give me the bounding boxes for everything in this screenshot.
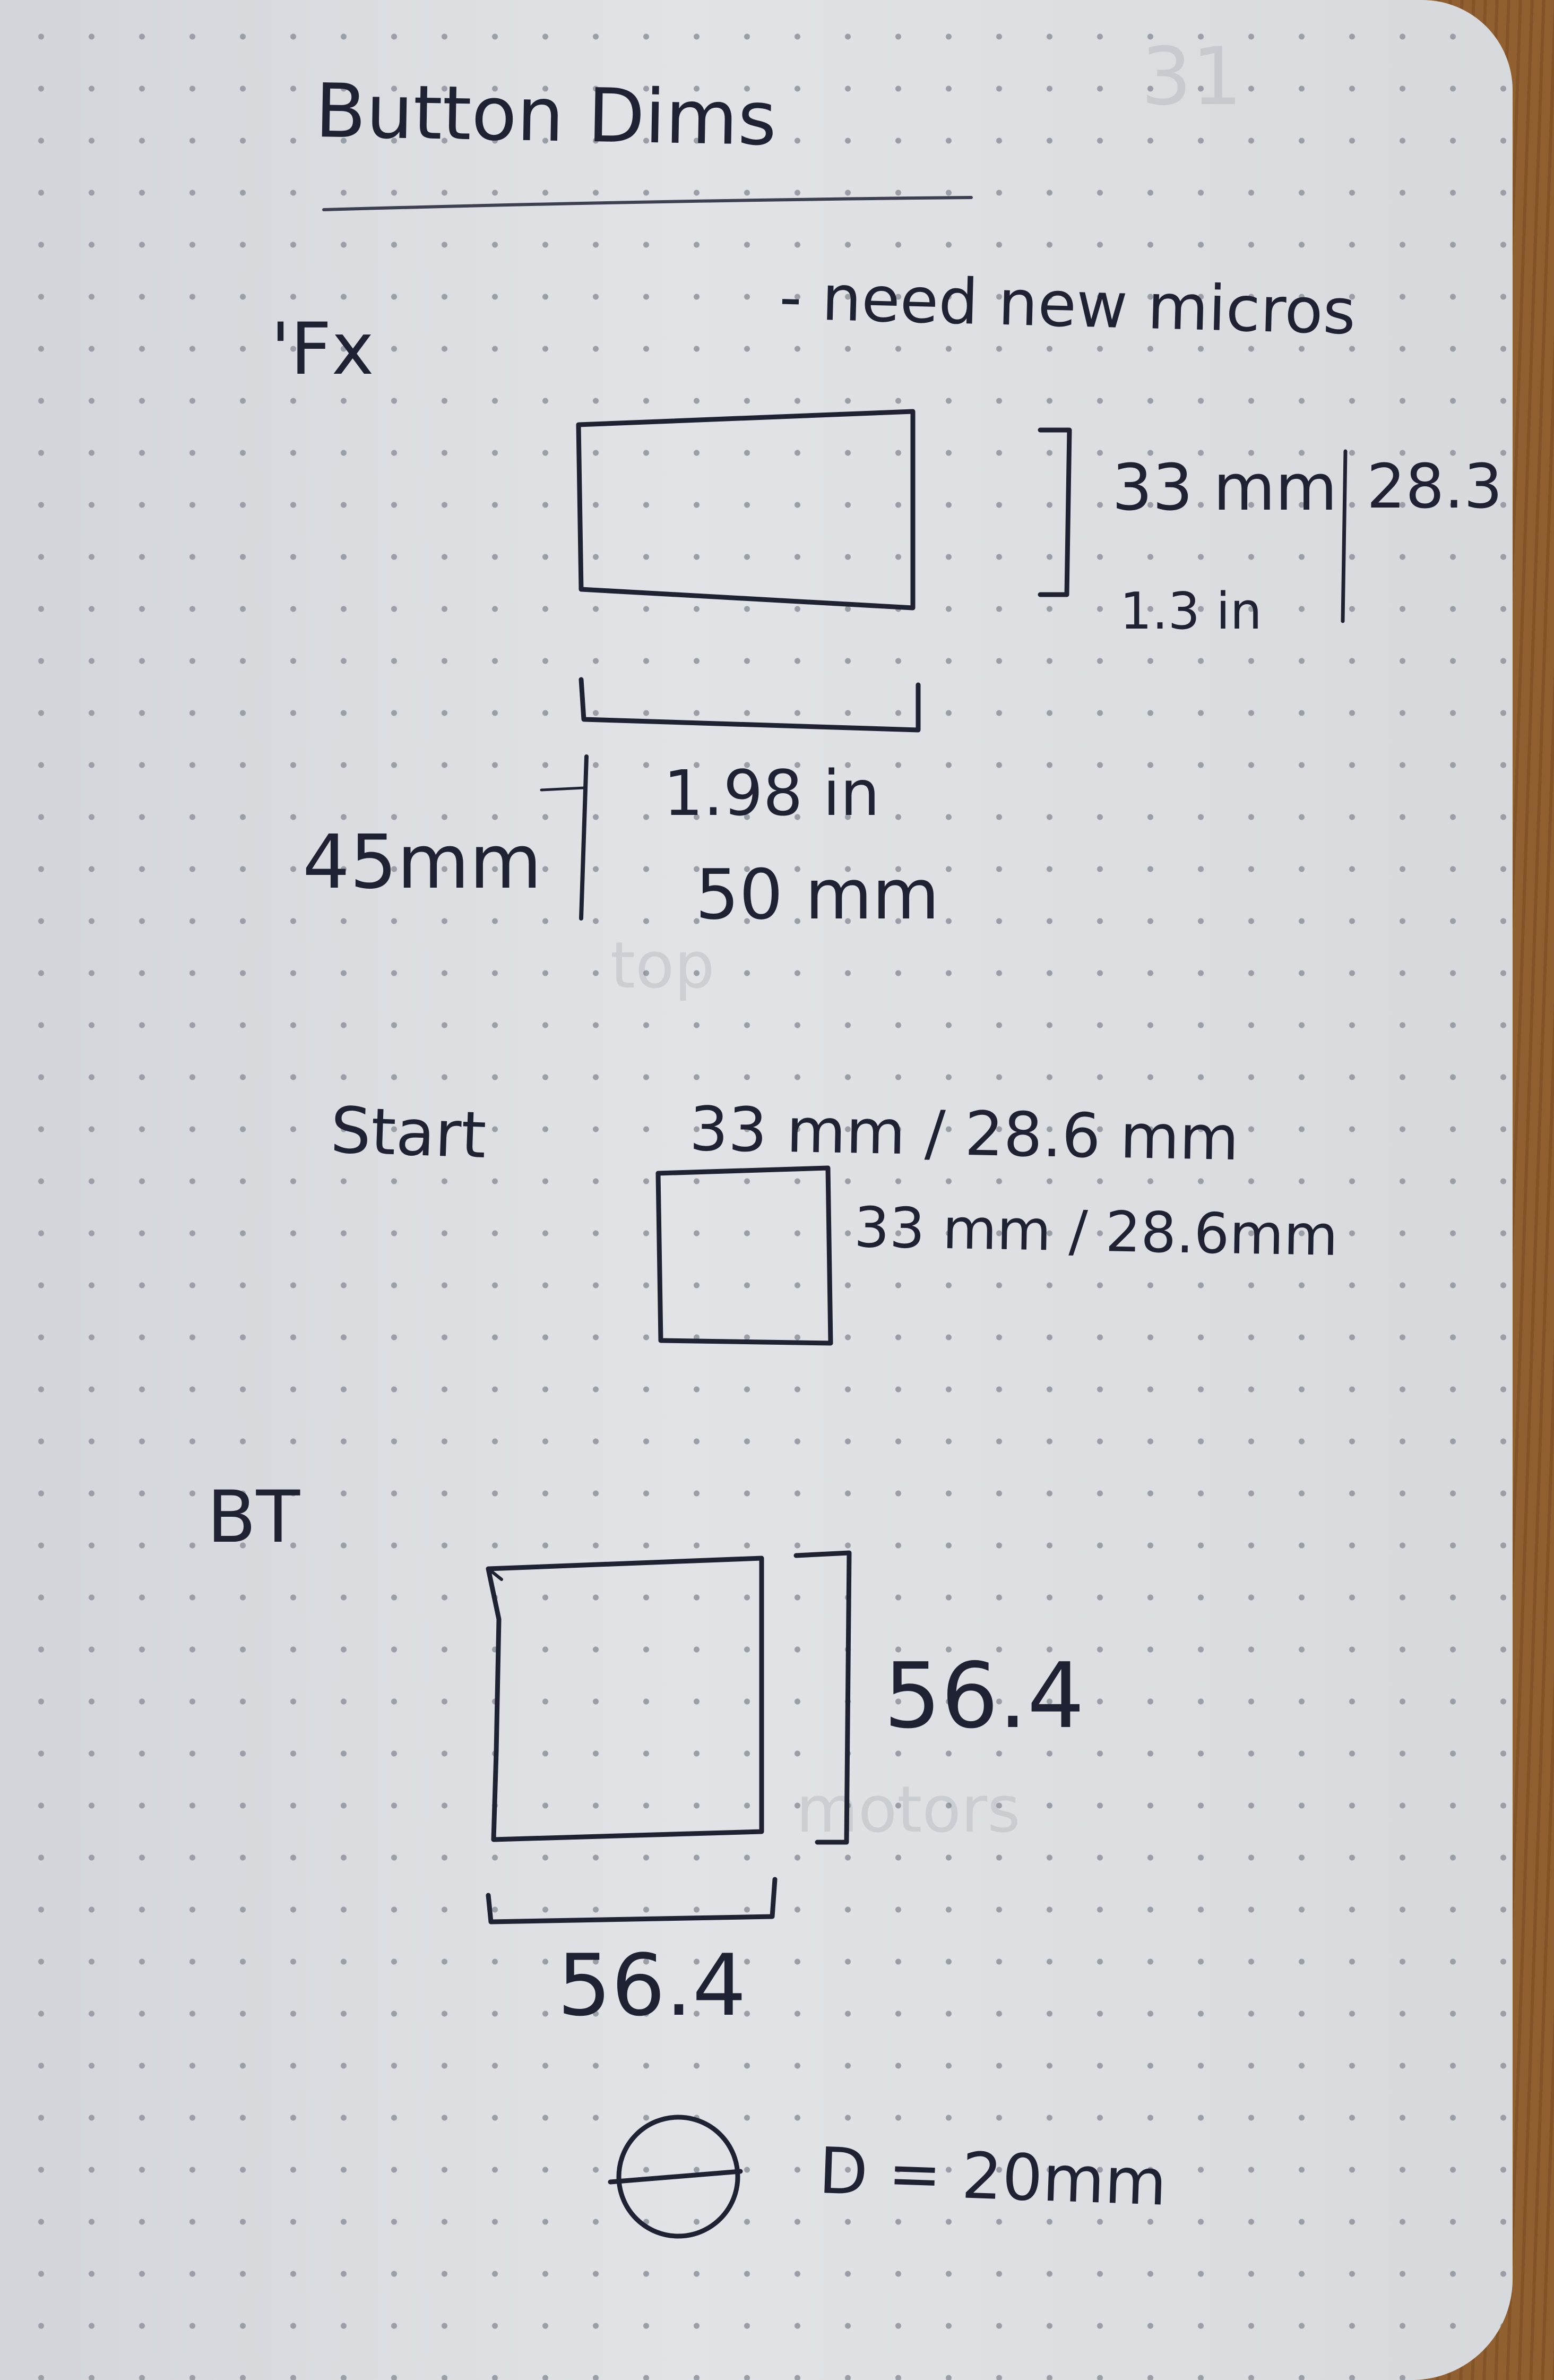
fx-side-divider: [579, 754, 589, 921]
fx-rectangle: [576, 409, 916, 611]
show-through-text: 31: [1141, 31, 1242, 123]
fx-height-alt: 28.3: [1367, 451, 1503, 522]
fx-side-mm: 45mm: [303, 819, 542, 906]
fx-height-divider: [1341, 449, 1348, 623]
fx-width-mm: 50 mm: [695, 854, 940, 935]
start-height: 33 mm / 28.6mm: [853, 1195, 1339, 1268]
note-text: - need new micros: [778, 260, 1357, 349]
bt-width-bracket: [486, 1877, 778, 1924]
bt-height-bracket: [793, 1550, 852, 1845]
notebook-page: 31 top motors: [0, 0, 1513, 2380]
circle-diameter-line: [608, 2169, 743, 2185]
fx-height-in: 1.3 in: [1120, 582, 1262, 641]
circle-diameter: D = 20mm: [817, 2134, 1168, 2220]
fx-side-tick: [540, 786, 585, 792]
bt-square: [486, 1556, 764, 1842]
start-width: 33 mm / 28.6 mm: [688, 1094, 1240, 1175]
fx-width-bracket: [579, 677, 921, 733]
show-through-text: motors: [796, 1773, 1021, 1847]
fx-height-bracket: [1038, 427, 1072, 597]
fx-label: 'Fx: [271, 307, 374, 391]
bt-height: 56.4: [884, 1644, 1085, 1749]
show-through-text: top: [610, 929, 715, 1003]
fx-width-in: 1.98 in: [663, 757, 880, 830]
title-underline: [322, 196, 973, 211]
start-label: Start: [329, 1094, 488, 1173]
bt-label: BT: [207, 1475, 300, 1559]
start-square: [655, 1165, 833, 1346]
ink-drawings: [322, 196, 1348, 2239]
circle-button: [616, 2115, 740, 2239]
page-title: Button Dims: [314, 68, 778, 163]
bt-width: 56.4: [557, 1936, 747, 2035]
fx-height-mm: 33 mm: [1112, 451, 1337, 525]
